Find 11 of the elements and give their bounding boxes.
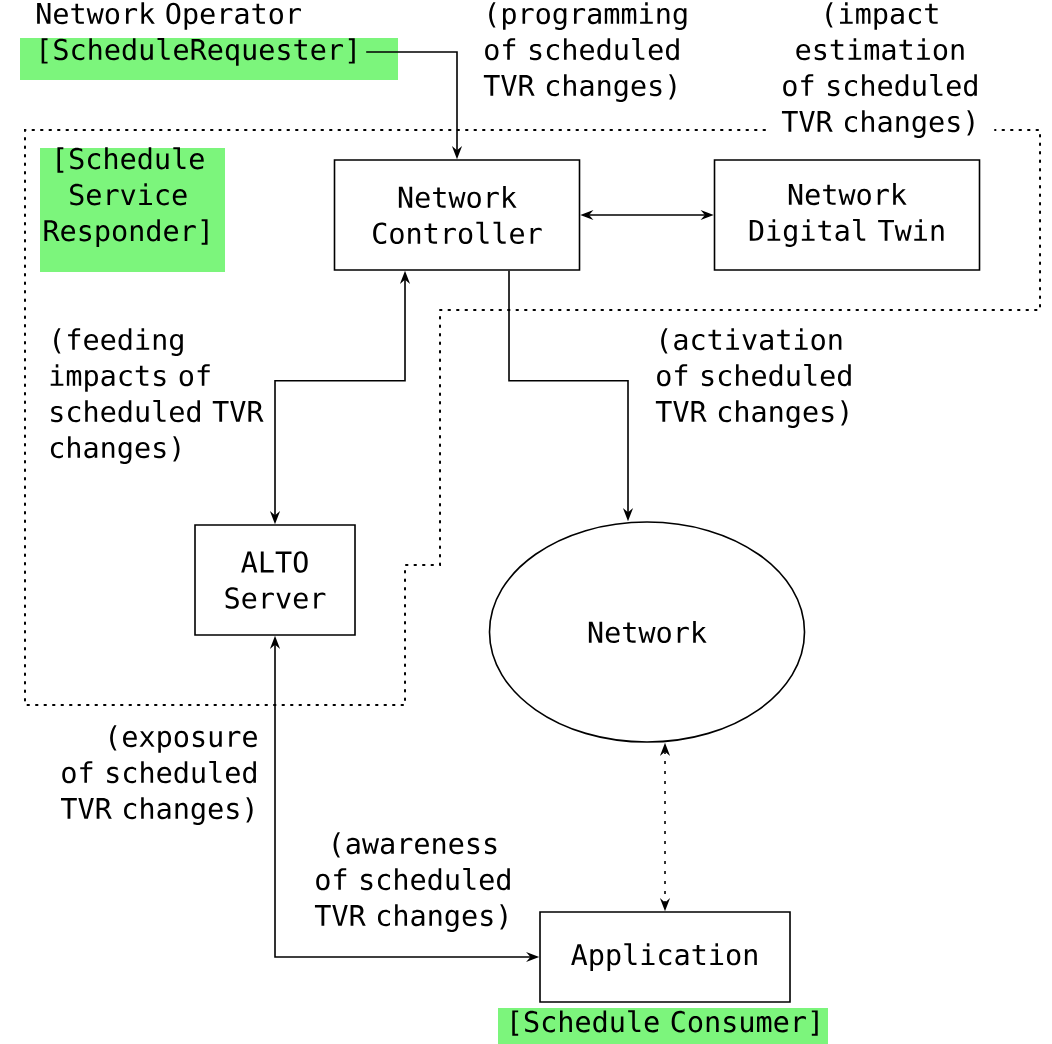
note-label: (awareness of scheduled TVR changes) — [314, 832, 510, 932]
process-box: Network Controller — [333, 159, 581, 271]
process-box: ALTO Server — [194, 524, 356, 636]
note-label: [Schedule Consumer] — [498, 1008, 828, 1044]
edge-label: (exposure of scheduled TVR changes) — [61, 725, 257, 825]
actor-label: Network Operator [ScheduleRequester] — [20, 2, 398, 80]
process-box: Network Digital Twin — [713, 159, 981, 271]
process-box: Application — [539, 911, 791, 1003]
edge-label: (programming of scheduled TVR changes) — [483, 2, 687, 102]
edge-label: (activation of scheduled TVR changes) — [655, 328, 851, 428]
edge-label: (feeding impacts of scheduled TVR changes) — [50, 328, 264, 464]
